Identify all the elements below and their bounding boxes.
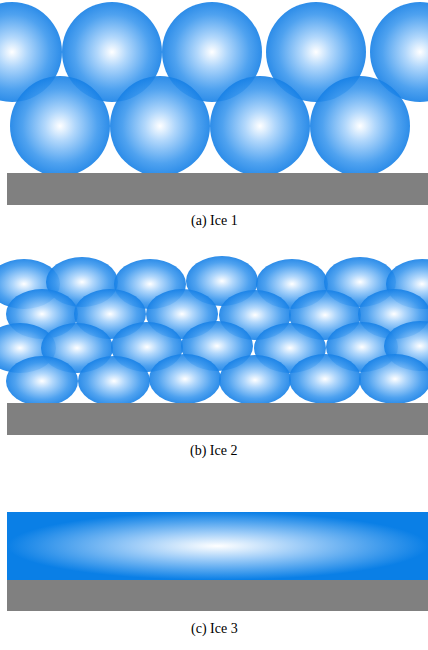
substrate	[7, 580, 428, 611]
sphere	[210, 76, 310, 176]
panel-caption: (b) Ice 2	[190, 443, 237, 459]
ice3-slab	[7, 512, 428, 580]
grain	[149, 354, 221, 404]
grain	[289, 354, 361, 404]
grain	[359, 354, 428, 404]
sphere	[310, 76, 410, 176]
substrate	[7, 403, 428, 435]
grain	[219, 355, 291, 405]
substrate	[7, 173, 428, 205]
panel-caption: (a) Ice 1	[191, 213, 238, 229]
sphere	[10, 76, 110, 176]
grain	[6, 356, 78, 406]
ice1-spheres	[0, 2, 428, 176]
ice2-grains	[0, 256, 428, 406]
sphere	[110, 76, 210, 176]
grain	[78, 356, 150, 406]
panel-caption: (c) Ice 3	[191, 621, 238, 637]
